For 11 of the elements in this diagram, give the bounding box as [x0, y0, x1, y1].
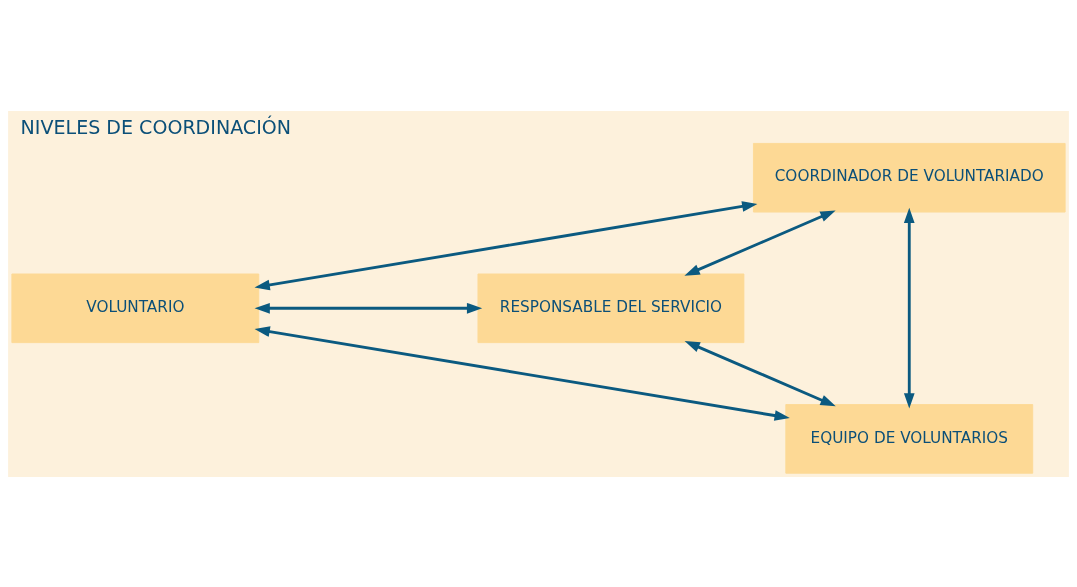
node-box: EQUIPO DE VOLUNTARIOS	[785, 403, 1034, 474]
arrow	[684, 209, 836, 276]
node-box: RESPONSABLE DEL SERVICIO	[477, 273, 745, 343]
arrow	[903, 207, 915, 409]
diagram-title: NIVELES DE COORDINACIÓN	[20, 115, 292, 138]
arrow	[254, 200, 758, 290]
arrow	[684, 340, 836, 406]
node-box: COORDINADOR DE VOLUNTARIADO	[752, 142, 1066, 212]
node-box: VOLUNTARIO	[11, 273, 260, 343]
arrow	[254, 325, 790, 421]
arrow	[254, 302, 483, 314]
